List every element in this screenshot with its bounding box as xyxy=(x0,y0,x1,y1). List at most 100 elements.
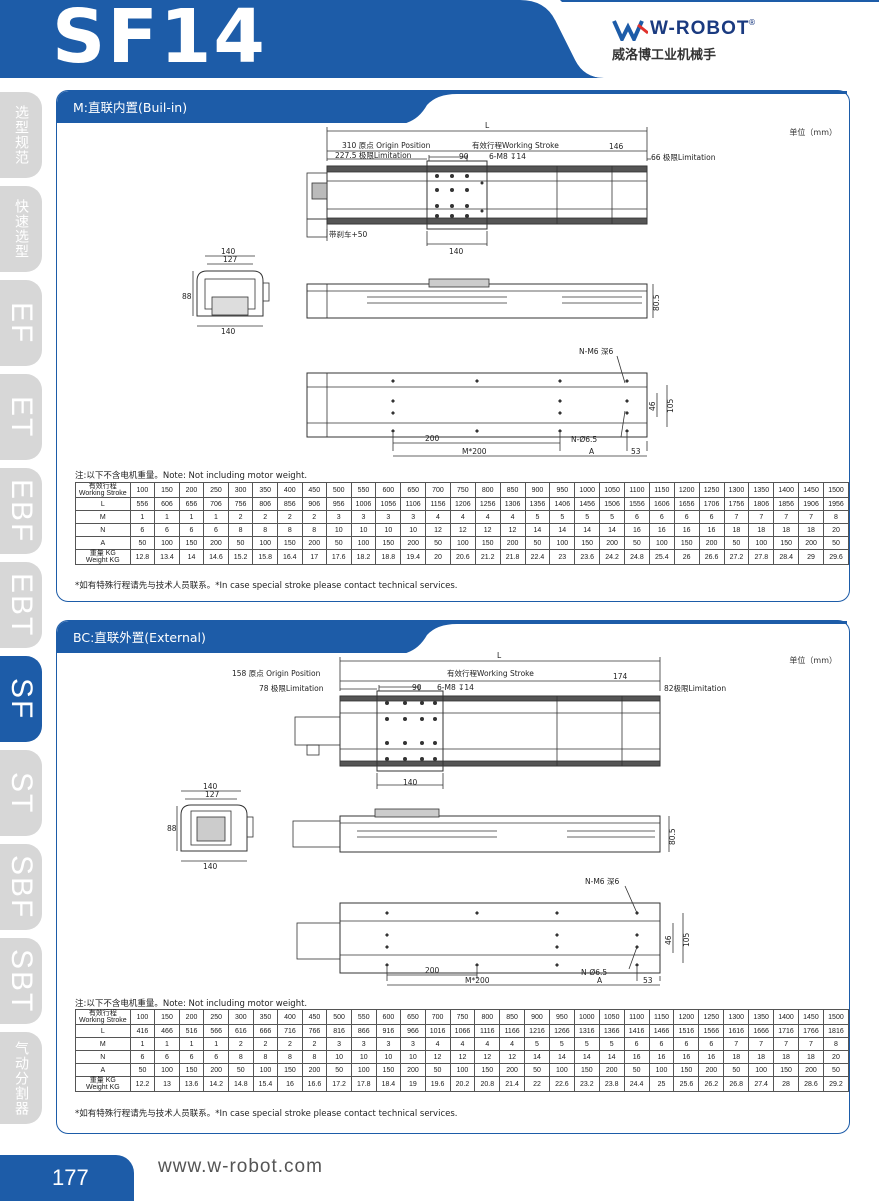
dim-n-m6: N-M6 深6 xyxy=(579,347,613,356)
side-tab-ebf[interactable]: EBF xyxy=(0,468,42,554)
table-cell: 6 xyxy=(178,1050,205,1064)
table-cell: 4 xyxy=(424,1037,451,1051)
table-cell: 6 xyxy=(129,523,156,537)
table-cell: 1416 xyxy=(623,1024,650,1038)
header-cell: 1500 xyxy=(822,1009,850,1025)
table-cell: 100 xyxy=(449,1063,476,1077)
table-cell: 1 xyxy=(129,510,156,524)
bottom-holes xyxy=(391,379,629,433)
side-tab-label: 气动分割器 xyxy=(13,1040,29,1116)
table-cell: 6 xyxy=(698,1037,725,1051)
dim-stroke: 有效行程Working Stroke xyxy=(472,140,559,150)
table-cell: 6 xyxy=(698,510,725,524)
table-cell: 25.4 xyxy=(648,549,675,565)
technical-drawing-builtin: L 310 原点 Origin Position 227.5 极限Limitat… xyxy=(182,121,716,457)
table-cell: 150 xyxy=(474,536,501,550)
table-cell: 5 xyxy=(573,1037,600,1051)
side-tab-et[interactable]: ET xyxy=(0,374,42,460)
table-cell: 15.2 xyxy=(227,549,254,565)
unit-label: 单位（mm） xyxy=(789,128,837,137)
table-cell: 20 xyxy=(823,523,849,537)
dim-m200: M*200 xyxy=(465,976,490,985)
company-logo: W-ROBOT ® 威洛博工业机械手 xyxy=(612,18,762,64)
table-cell: 1106 xyxy=(400,497,427,511)
table-cell: 7 xyxy=(723,510,750,524)
page-title: SF14 xyxy=(52,0,267,80)
side-tab-selection-spec[interactable]: 选型规范 xyxy=(0,92,42,178)
row-header: N xyxy=(75,523,131,537)
side-tab-sf[interactable]: SF xyxy=(0,656,42,742)
header-cell: 950 xyxy=(549,482,576,498)
side-tab-ebt[interactable]: EBT xyxy=(0,562,42,648)
table-cell: 1456 xyxy=(574,497,601,511)
header-background xyxy=(0,0,879,80)
table-cell: 8 xyxy=(227,1050,254,1064)
table-cell: 3 xyxy=(350,510,377,524)
row-header: L xyxy=(75,497,131,511)
side-tab-sbt[interactable]: SBT xyxy=(0,938,42,1024)
table-cell: 2 xyxy=(227,510,254,524)
dim-90: 90 xyxy=(412,683,422,692)
header-cell: 550 xyxy=(350,1009,377,1025)
table-cell: 150 xyxy=(375,536,402,550)
table-cell: 150 xyxy=(276,536,303,550)
table-cell: 16 xyxy=(673,523,700,537)
side-tab-st[interactable]: ST xyxy=(0,750,42,836)
side-tab-sbf[interactable]: SBF xyxy=(0,844,42,930)
table-cell: 516 xyxy=(178,1024,205,1038)
table-cell: 50 xyxy=(326,1063,352,1077)
table-cell: 8 xyxy=(301,1050,328,1064)
table-cell: 1 xyxy=(203,510,229,524)
side-tab-label: ET xyxy=(5,395,38,439)
table-cell: 150 xyxy=(375,1063,402,1077)
table-cell: 1006 xyxy=(350,497,377,511)
table-cell: 1856 xyxy=(773,497,800,511)
table-cell: 26 xyxy=(673,549,700,565)
side-tab-quick-select[interactable]: 快速选型 xyxy=(0,186,42,272)
table-cell: 3 xyxy=(326,1037,352,1051)
table-cell: 29.2 xyxy=(822,1076,850,1092)
table-cell: 2 xyxy=(252,510,278,524)
footnote-special-stroke: *如有特殊行程请先与技术人员联系。*In case special stroke… xyxy=(75,1109,458,1119)
dim-stroke: 有效行程Working Stroke xyxy=(447,668,534,678)
table-cell: 22 xyxy=(524,1076,550,1092)
table-cell: 7 xyxy=(798,510,824,524)
table-cell: 18 xyxy=(748,1050,775,1064)
table-cell: 18 xyxy=(723,523,750,537)
table-cell: 4 xyxy=(449,1037,476,1051)
header-cell: 1350 xyxy=(748,1009,775,1025)
side-tab-pneumatic-divider[interactable]: 气动分割器 xyxy=(0,1032,42,1124)
technical-drawing-external: L 158 原点 Origin Position 78 极限Limitation… xyxy=(167,651,726,986)
table-cell: 4 xyxy=(499,510,526,524)
table-cell: 1316 xyxy=(573,1024,600,1038)
table-cell: 1116 xyxy=(474,1024,501,1038)
table-cell: 14 xyxy=(548,1050,575,1064)
table-cell: 2 xyxy=(276,510,303,524)
header-cell: 1100 xyxy=(624,482,650,498)
bottom-holes xyxy=(385,911,639,967)
side-tab-ef[interactable]: EF xyxy=(0,280,42,366)
table-cell: 150 xyxy=(673,536,700,550)
table-cell: 150 xyxy=(178,1063,205,1077)
table-cell: 1216 xyxy=(524,1024,550,1038)
header-cell: 500 xyxy=(326,1009,352,1025)
table-cell: 50 xyxy=(227,1063,254,1077)
header-cell: 250 xyxy=(203,482,229,498)
header-cell: 400 xyxy=(277,1009,303,1025)
dim-88: 88 xyxy=(167,824,177,833)
table-cell: 23.6 xyxy=(574,549,601,565)
header-cell: 700 xyxy=(425,482,451,498)
table-cell: 50 xyxy=(723,536,750,550)
website-url[interactable]: www.w-robot.com xyxy=(158,1156,323,1177)
table-cell: 16 xyxy=(648,523,675,537)
table-cell: 956 xyxy=(325,497,352,511)
table-cell: 4 xyxy=(474,1037,501,1051)
dim-limit-left: 78 极限Limitation xyxy=(259,683,324,693)
dim-n-hole: N-Ø6.5 xyxy=(571,435,597,444)
table-cell: 14 xyxy=(573,1050,600,1064)
table-cell: 18.2 xyxy=(350,549,377,565)
table-cell: 3 xyxy=(400,1037,426,1051)
